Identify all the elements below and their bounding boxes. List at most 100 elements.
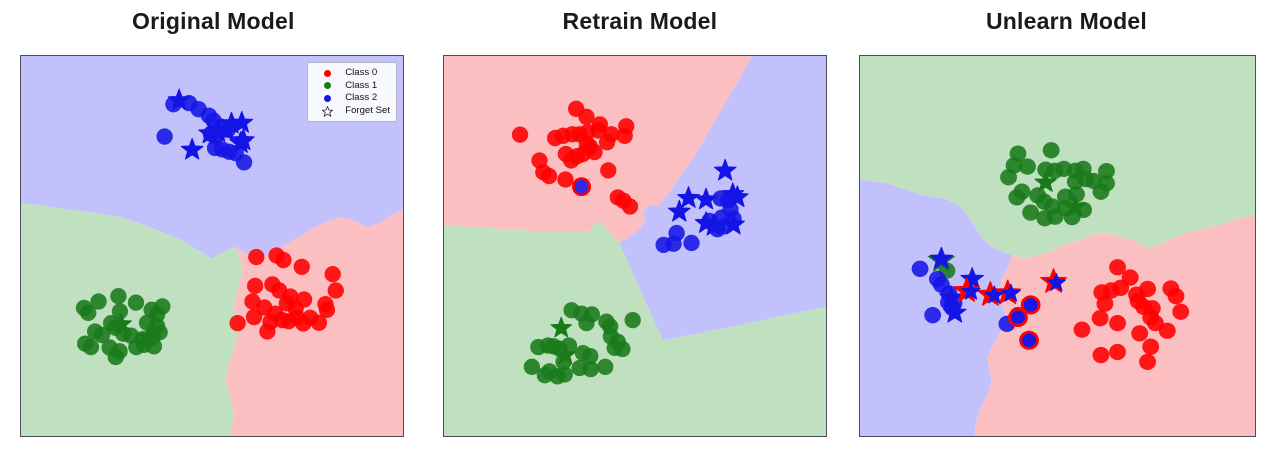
data-point <box>598 134 615 151</box>
forget-set-marker <box>984 285 1005 304</box>
data-point <box>1020 295 1041 315</box>
data-point <box>1092 183 1110 200</box>
data-point <box>93 326 111 344</box>
data-point <box>1172 303 1190 320</box>
plot-area-retrain[interactable] <box>442 55 827 437</box>
data-point <box>523 358 540 376</box>
region-class1-original <box>21 203 242 436</box>
legend-marker-star-icon <box>312 105 342 117</box>
data-point <box>621 198 638 215</box>
scatter-points-unlearn <box>911 142 1190 371</box>
data-point <box>247 277 264 295</box>
data-point <box>682 234 700 252</box>
data-point <box>616 127 633 144</box>
forget-set-marker <box>961 281 981 300</box>
data-point <box>107 348 124 366</box>
data-point <box>259 323 276 340</box>
data-point <box>1147 314 1165 332</box>
forget-set-marker <box>137 325 160 347</box>
data-point <box>582 360 599 378</box>
panel-retrain-model: Retrain Model <box>427 0 854 452</box>
forget-set-marker <box>725 185 749 208</box>
forget-set-marker <box>1046 272 1067 291</box>
data-point <box>577 314 595 332</box>
legend-label-class0: Class 0 <box>345 67 378 79</box>
data-point <box>1019 158 1037 175</box>
legend-item-class2: Class 2 <box>312 92 390 105</box>
data-point <box>1068 186 1086 203</box>
panel-title-unlearn: Unlearn Model <box>985 8 1148 34</box>
legend-label-class2: Class 2 <box>345 92 378 104</box>
data-point <box>511 126 528 143</box>
data-point <box>1096 295 1114 312</box>
forget-set-marker <box>554 343 576 365</box>
data-point <box>1109 314 1127 332</box>
region-class1-unlearn <box>860 56 1256 259</box>
data-point <box>911 260 929 277</box>
data-point <box>579 123 596 141</box>
forget-set-marker <box>713 158 737 181</box>
region-class2-unlearn <box>860 179 1013 436</box>
data-point <box>248 248 265 266</box>
data-point <box>1131 325 1149 342</box>
panel-title-retrain: Retrain Model <box>562 8 718 34</box>
forget-set-marker <box>110 312 132 334</box>
data-point <box>1109 343 1127 361</box>
data-point <box>275 251 292 269</box>
data-point <box>1092 346 1110 364</box>
legend-label-forget-set: Forget Set <box>345 104 390 116</box>
legend-item-forget-set: Forget Set <box>312 105 390 118</box>
legend-item-class1: Class 1 <box>312 80 390 93</box>
data-point <box>624 311 641 329</box>
data-point <box>613 340 631 358</box>
forget-set-marker <box>1064 195 1087 217</box>
data-point <box>571 177 591 197</box>
data-point <box>1046 208 1064 225</box>
data-point <box>556 171 574 188</box>
data-point <box>1063 208 1081 226</box>
data-point <box>127 294 145 311</box>
data-point <box>295 291 313 308</box>
data-point <box>154 298 171 315</box>
legend-item-class0: Class 0 <box>312 67 390 80</box>
data-point <box>80 304 97 322</box>
data-point <box>599 162 617 179</box>
data-point <box>1008 307 1029 327</box>
data-point <box>1091 310 1109 327</box>
data-point <box>1019 330 1040 350</box>
data-point <box>581 348 599 365</box>
forget-set-marker <box>667 199 691 222</box>
legend-marker-class2-icon <box>312 92 342 104</box>
forget-set-marker <box>721 212 745 235</box>
data-point <box>1067 173 1084 190</box>
data-point <box>1159 322 1176 339</box>
data-point <box>156 128 173 145</box>
data-point <box>1142 338 1160 355</box>
data-point <box>577 108 595 125</box>
data-point <box>1073 321 1091 338</box>
forget-set-marker <box>943 300 967 323</box>
legend-box[interactable]: Class 0 Class 1 Class 2 Forget Set <box>307 62 397 123</box>
data-point <box>235 154 253 171</box>
forget-set-marker <box>1001 283 1021 302</box>
data-point <box>245 308 263 326</box>
data-point <box>318 301 336 319</box>
data-point <box>1109 259 1127 276</box>
data-point <box>1022 204 1040 221</box>
legend-marker-class0-icon <box>312 67 342 79</box>
data-point <box>327 282 344 299</box>
forget-set-marker <box>229 131 253 153</box>
data-point <box>540 167 557 185</box>
forget-set-marker <box>929 246 954 269</box>
forget-set-marker <box>230 110 254 133</box>
plot-area-original[interactable]: Class 0 Class 1 Class 2 Forget Set <box>20 55 404 437</box>
data-point <box>1098 162 1116 180</box>
data-point <box>585 143 603 161</box>
data-point <box>229 314 246 332</box>
scatter-points-original <box>75 88 344 366</box>
forget-set-marker <box>960 267 985 289</box>
data-point <box>82 338 100 356</box>
forget-set-marker <box>676 186 700 208</box>
plot-area-unlearn[interactable] <box>859 55 1257 437</box>
